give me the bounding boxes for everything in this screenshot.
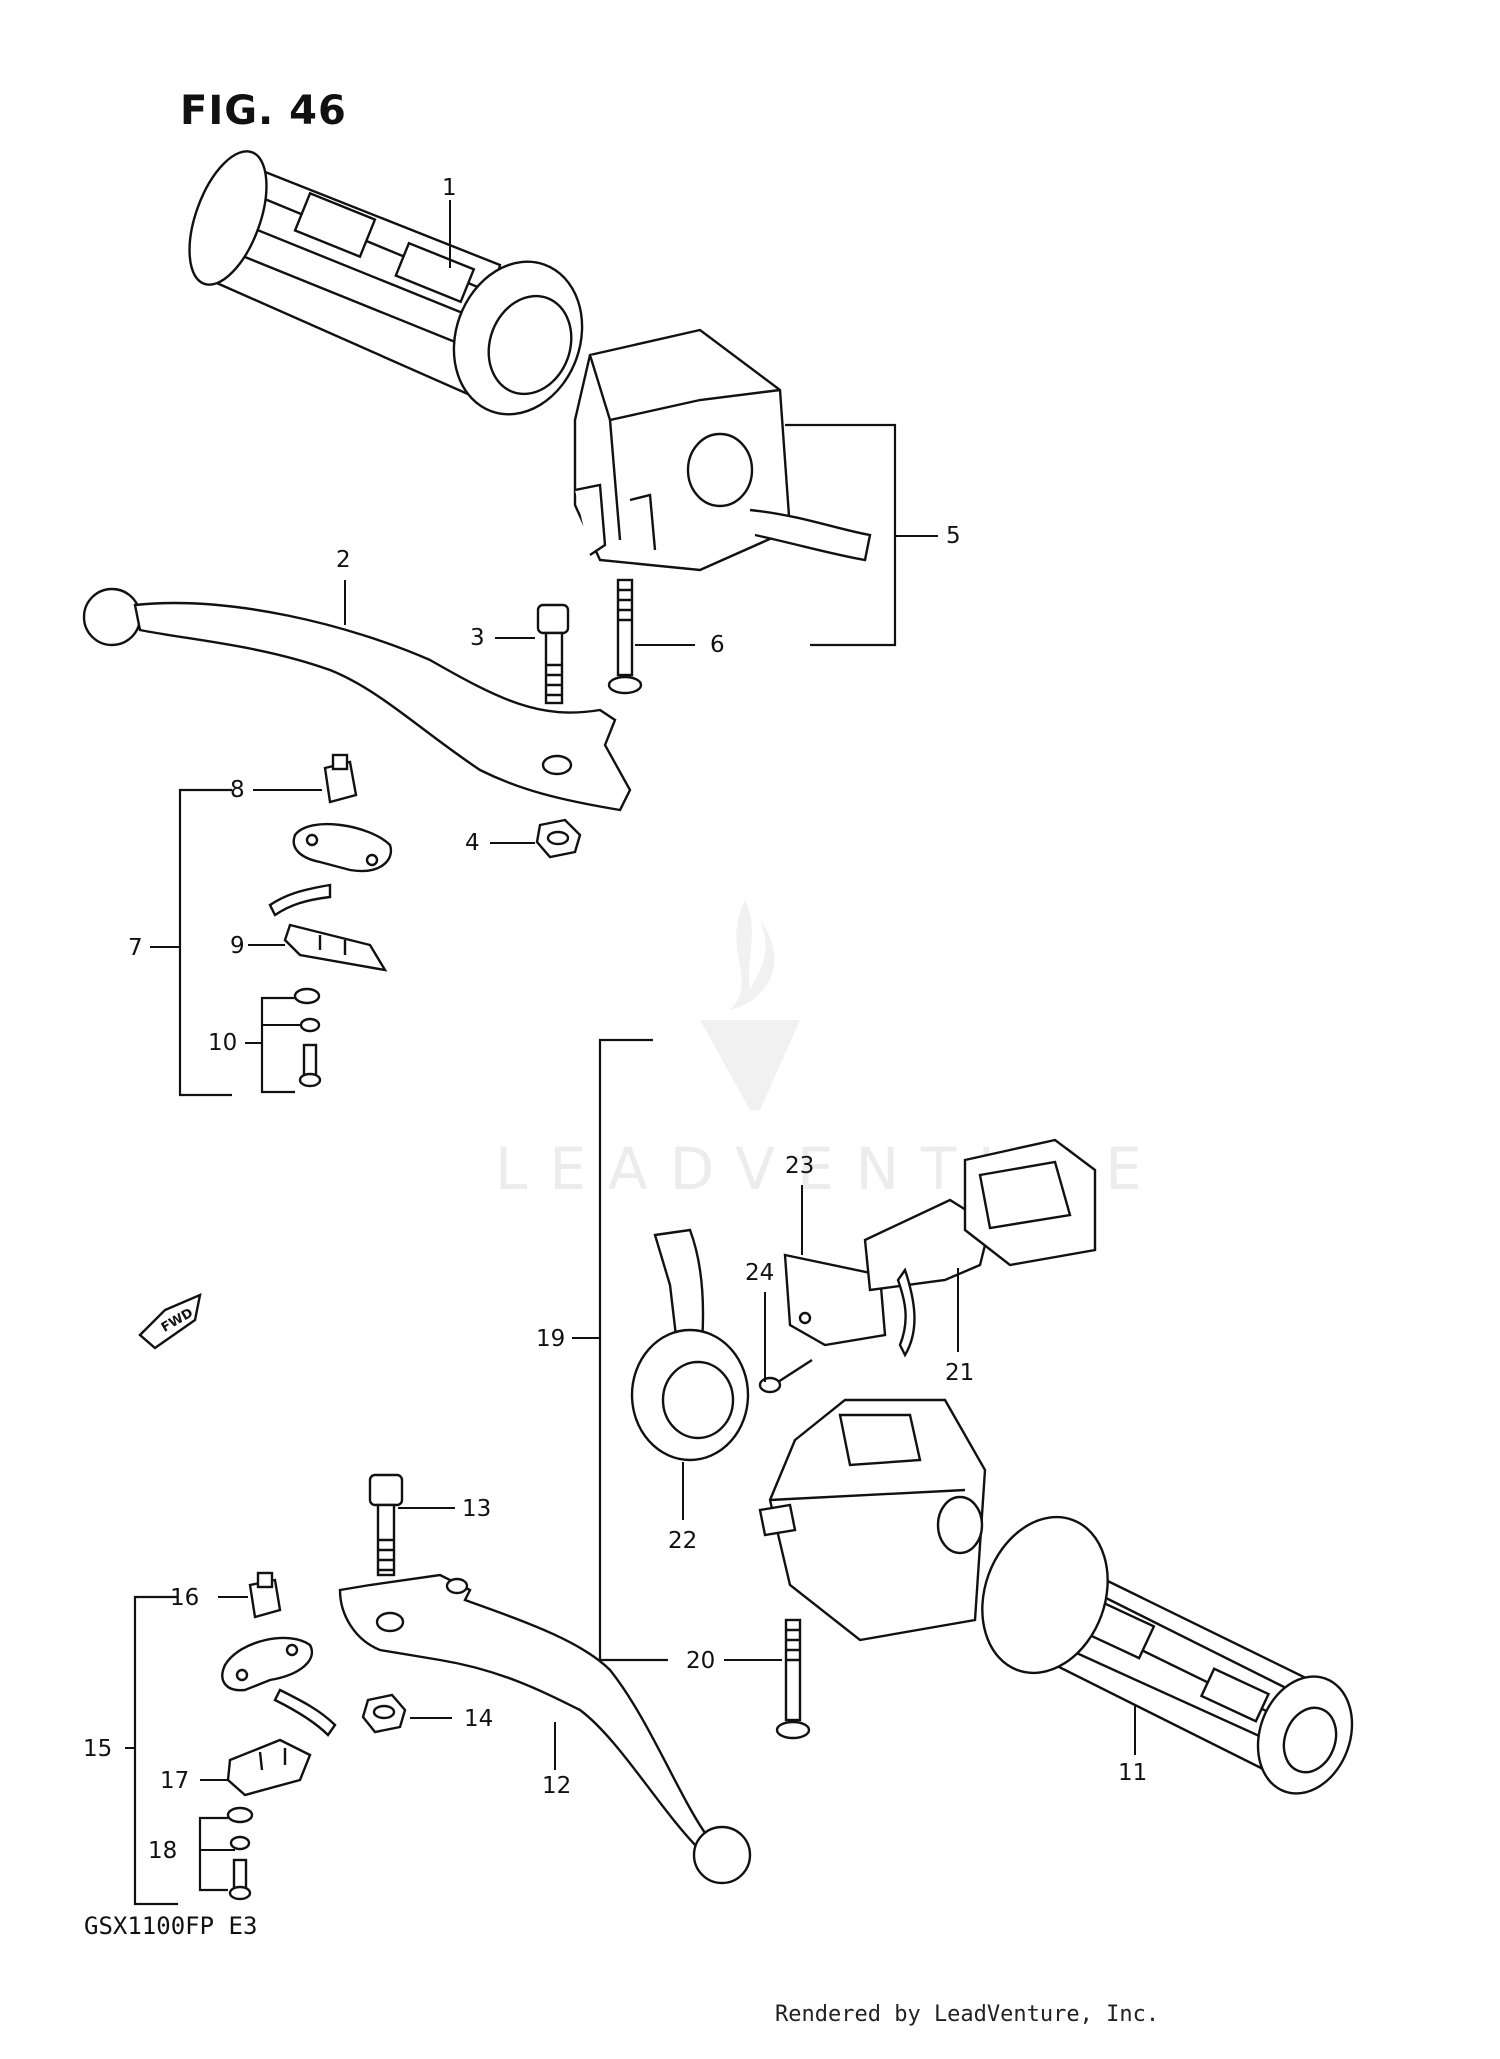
- left-grip: [188, 150, 584, 416]
- callout-12: 12: [542, 1773, 571, 1799]
- callout-5: 5: [946, 523, 961, 549]
- callout-10: 10: [208, 1030, 237, 1056]
- callout-13: 13: [462, 1496, 491, 1522]
- right-grip: [981, 1515, 1354, 1795]
- lower-long-screw: [775, 1618, 811, 1740]
- washer-screw-18: [226, 1806, 254, 1901]
- lower-pivot-bolt: [368, 1473, 404, 1577]
- switch-holder-17: [226, 1738, 312, 1797]
- callout-15: 15: [83, 1736, 112, 1762]
- switch-plate-lower: [221, 1636, 337, 1737]
- upper-switch-housing: [573, 328, 872, 572]
- callout-8: 8: [230, 777, 245, 803]
- callout-6: 6: [710, 632, 725, 658]
- lower-lever: [338, 1573, 752, 1885]
- callout-9: 9: [230, 933, 245, 959]
- switch-cover-23: [783, 1253, 887, 1347]
- callout-1: 1: [442, 175, 457, 201]
- callout-21: 21: [945, 1360, 974, 1386]
- footer-credit: Rendered by LeadVenture, Inc.: [775, 2002, 1160, 2027]
- washer-screw-10: [293, 987, 322, 1088]
- switch-terminal-8: [323, 753, 358, 804]
- fwd-arrow: [138, 1292, 202, 1350]
- watermark-logo: [700, 900, 800, 1110]
- switch-terminal-16: [248, 1571, 282, 1619]
- throttle-pulley: [630, 1228, 750, 1462]
- switch-cap: [963, 1138, 1097, 1267]
- callout-19: 19: [536, 1326, 565, 1352]
- long-screw: [607, 578, 643, 695]
- callout-11: 11: [1118, 1760, 1147, 1786]
- model-code: GSX1100FP E3: [84, 1912, 258, 1940]
- upper-lever: [82, 587, 632, 812]
- pivot-bolt: [536, 603, 570, 705]
- callout-23: 23: [785, 1153, 814, 1179]
- small-screw-24: [758, 1358, 813, 1394]
- callout-3: 3: [470, 625, 485, 651]
- callout-4: 4: [465, 830, 480, 856]
- callout-17: 17: [160, 1768, 189, 1794]
- lower-switch-housing: [758, 1398, 987, 1642]
- switch-unit-21: [863, 1198, 992, 1358]
- callout-14: 14: [464, 1706, 493, 1732]
- callout-22: 22: [668, 1528, 697, 1554]
- callout-2: 2: [336, 547, 351, 573]
- callout-18: 18: [148, 1838, 177, 1864]
- leader-lines: [125, 200, 1136, 1906]
- switch-holder-9: [283, 923, 388, 972]
- switch-plate-upper: [268, 822, 393, 917]
- figure-title: FIG. 46: [180, 88, 347, 134]
- lever-nut: [535, 818, 582, 859]
- callout-7: 7: [128, 935, 143, 961]
- callout-20: 20: [686, 1648, 715, 1674]
- callout-labels: 1 2 3 4 5 6 7 8 9 10 11 12 13 14 15 16 1…: [83, 175, 1147, 1864]
- callout-24: 24: [745, 1260, 774, 1286]
- callout-16: 16: [170, 1585, 199, 1611]
- lower-lever-nut: [361, 1693, 407, 1734]
